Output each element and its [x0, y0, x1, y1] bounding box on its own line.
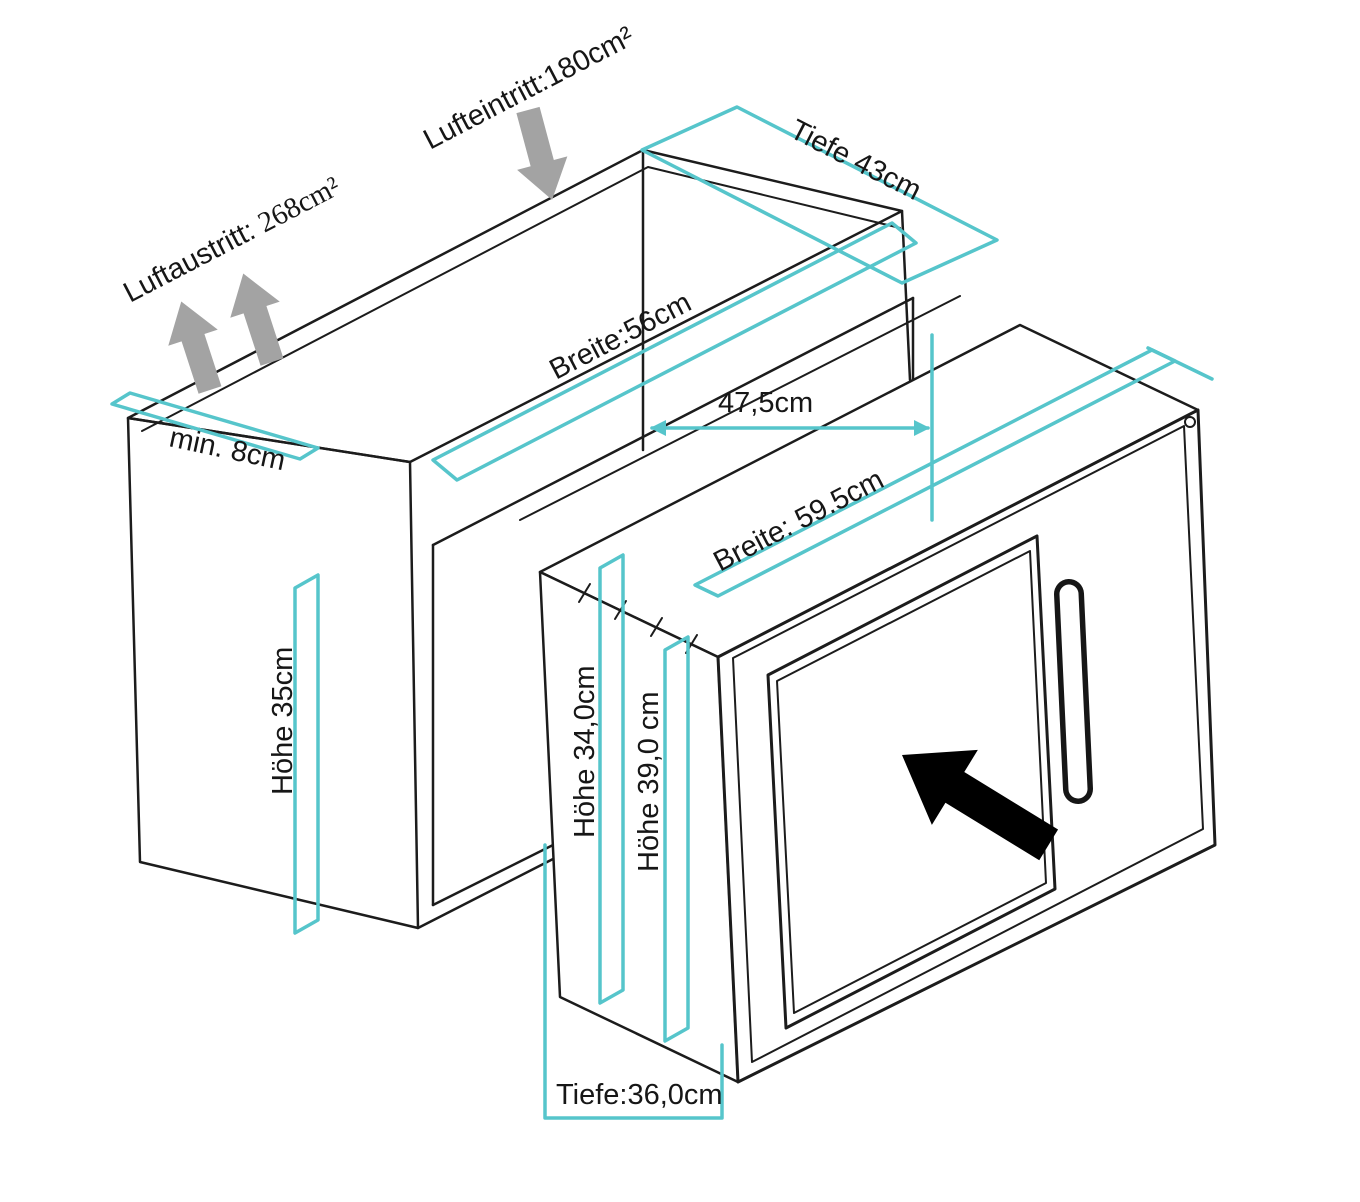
air-outlet-arrow-1 — [168, 301, 222, 394]
microwave-height-label: Höhe 34,0cm — [569, 666, 601, 839]
min-clearance-label: min. 8cm — [167, 422, 289, 478]
dimension-microwave-width — [693, 346, 1214, 598]
microwave — [538, 323, 1217, 1084]
air-inlet-arrow — [516, 106, 568, 200]
air-outlet-arrows — [168, 273, 284, 394]
cabinet-right-edge — [900, 209, 912, 382]
corner-screw — [1184, 416, 1196, 428]
microwave-front-inner-frame — [732, 425, 1204, 1063]
cabinet-depth-label: Tiefe 43cm — [785, 114, 926, 207]
dimension-min-clearance — [110, 391, 320, 461]
cabinet-bottom-front-edge — [416, 857, 555, 930]
dimension-cabinet-height — [293, 573, 320, 935]
niche-opening-top-edge — [431, 296, 915, 547]
air-inlet-arrow-group — [516, 106, 568, 200]
dimension-frame-height — [663, 635, 690, 1043]
dimension-cabinet-width — [431, 221, 918, 482]
microwave-depth-label: Tiefe:36,0cm — [556, 1079, 723, 1111]
cabinet-top-inner-line — [141, 166, 901, 432]
insert-direction-arrow — [902, 749, 1059, 861]
frame-height-label: Höhe 39,0 cm — [633, 691, 665, 872]
dimension-microwave-depth — [543, 843, 724, 1120]
niche-opening-bottom-edge — [431, 843, 555, 907]
door-window-outer — [766, 534, 1057, 1030]
microwave-front-face — [716, 408, 1217, 1084]
dimension-niche-width — [650, 333, 934, 522]
niche-width-label: 47,5cm — [718, 387, 813, 419]
dimension-microwave-height — [598, 553, 625, 1005]
air-outlet-arrow-2 — [230, 273, 284, 366]
cabinet-height-label: Höhe 35cm — [267, 647, 299, 795]
air-outlet-value-text: 268cm² — [253, 170, 346, 239]
dimension-lines — [110, 105, 1214, 1120]
air-outlet-label: Luftaustritt:268cm² — [118, 170, 345, 309]
niche-interior-line — [519, 295, 961, 521]
insert-direction-arrow-group — [902, 749, 1059, 861]
dimension-cabinet-depth — [640, 105, 999, 285]
door-window-inner — [776, 550, 1047, 1014]
door-handle-fill — [1059, 584, 1088, 799]
